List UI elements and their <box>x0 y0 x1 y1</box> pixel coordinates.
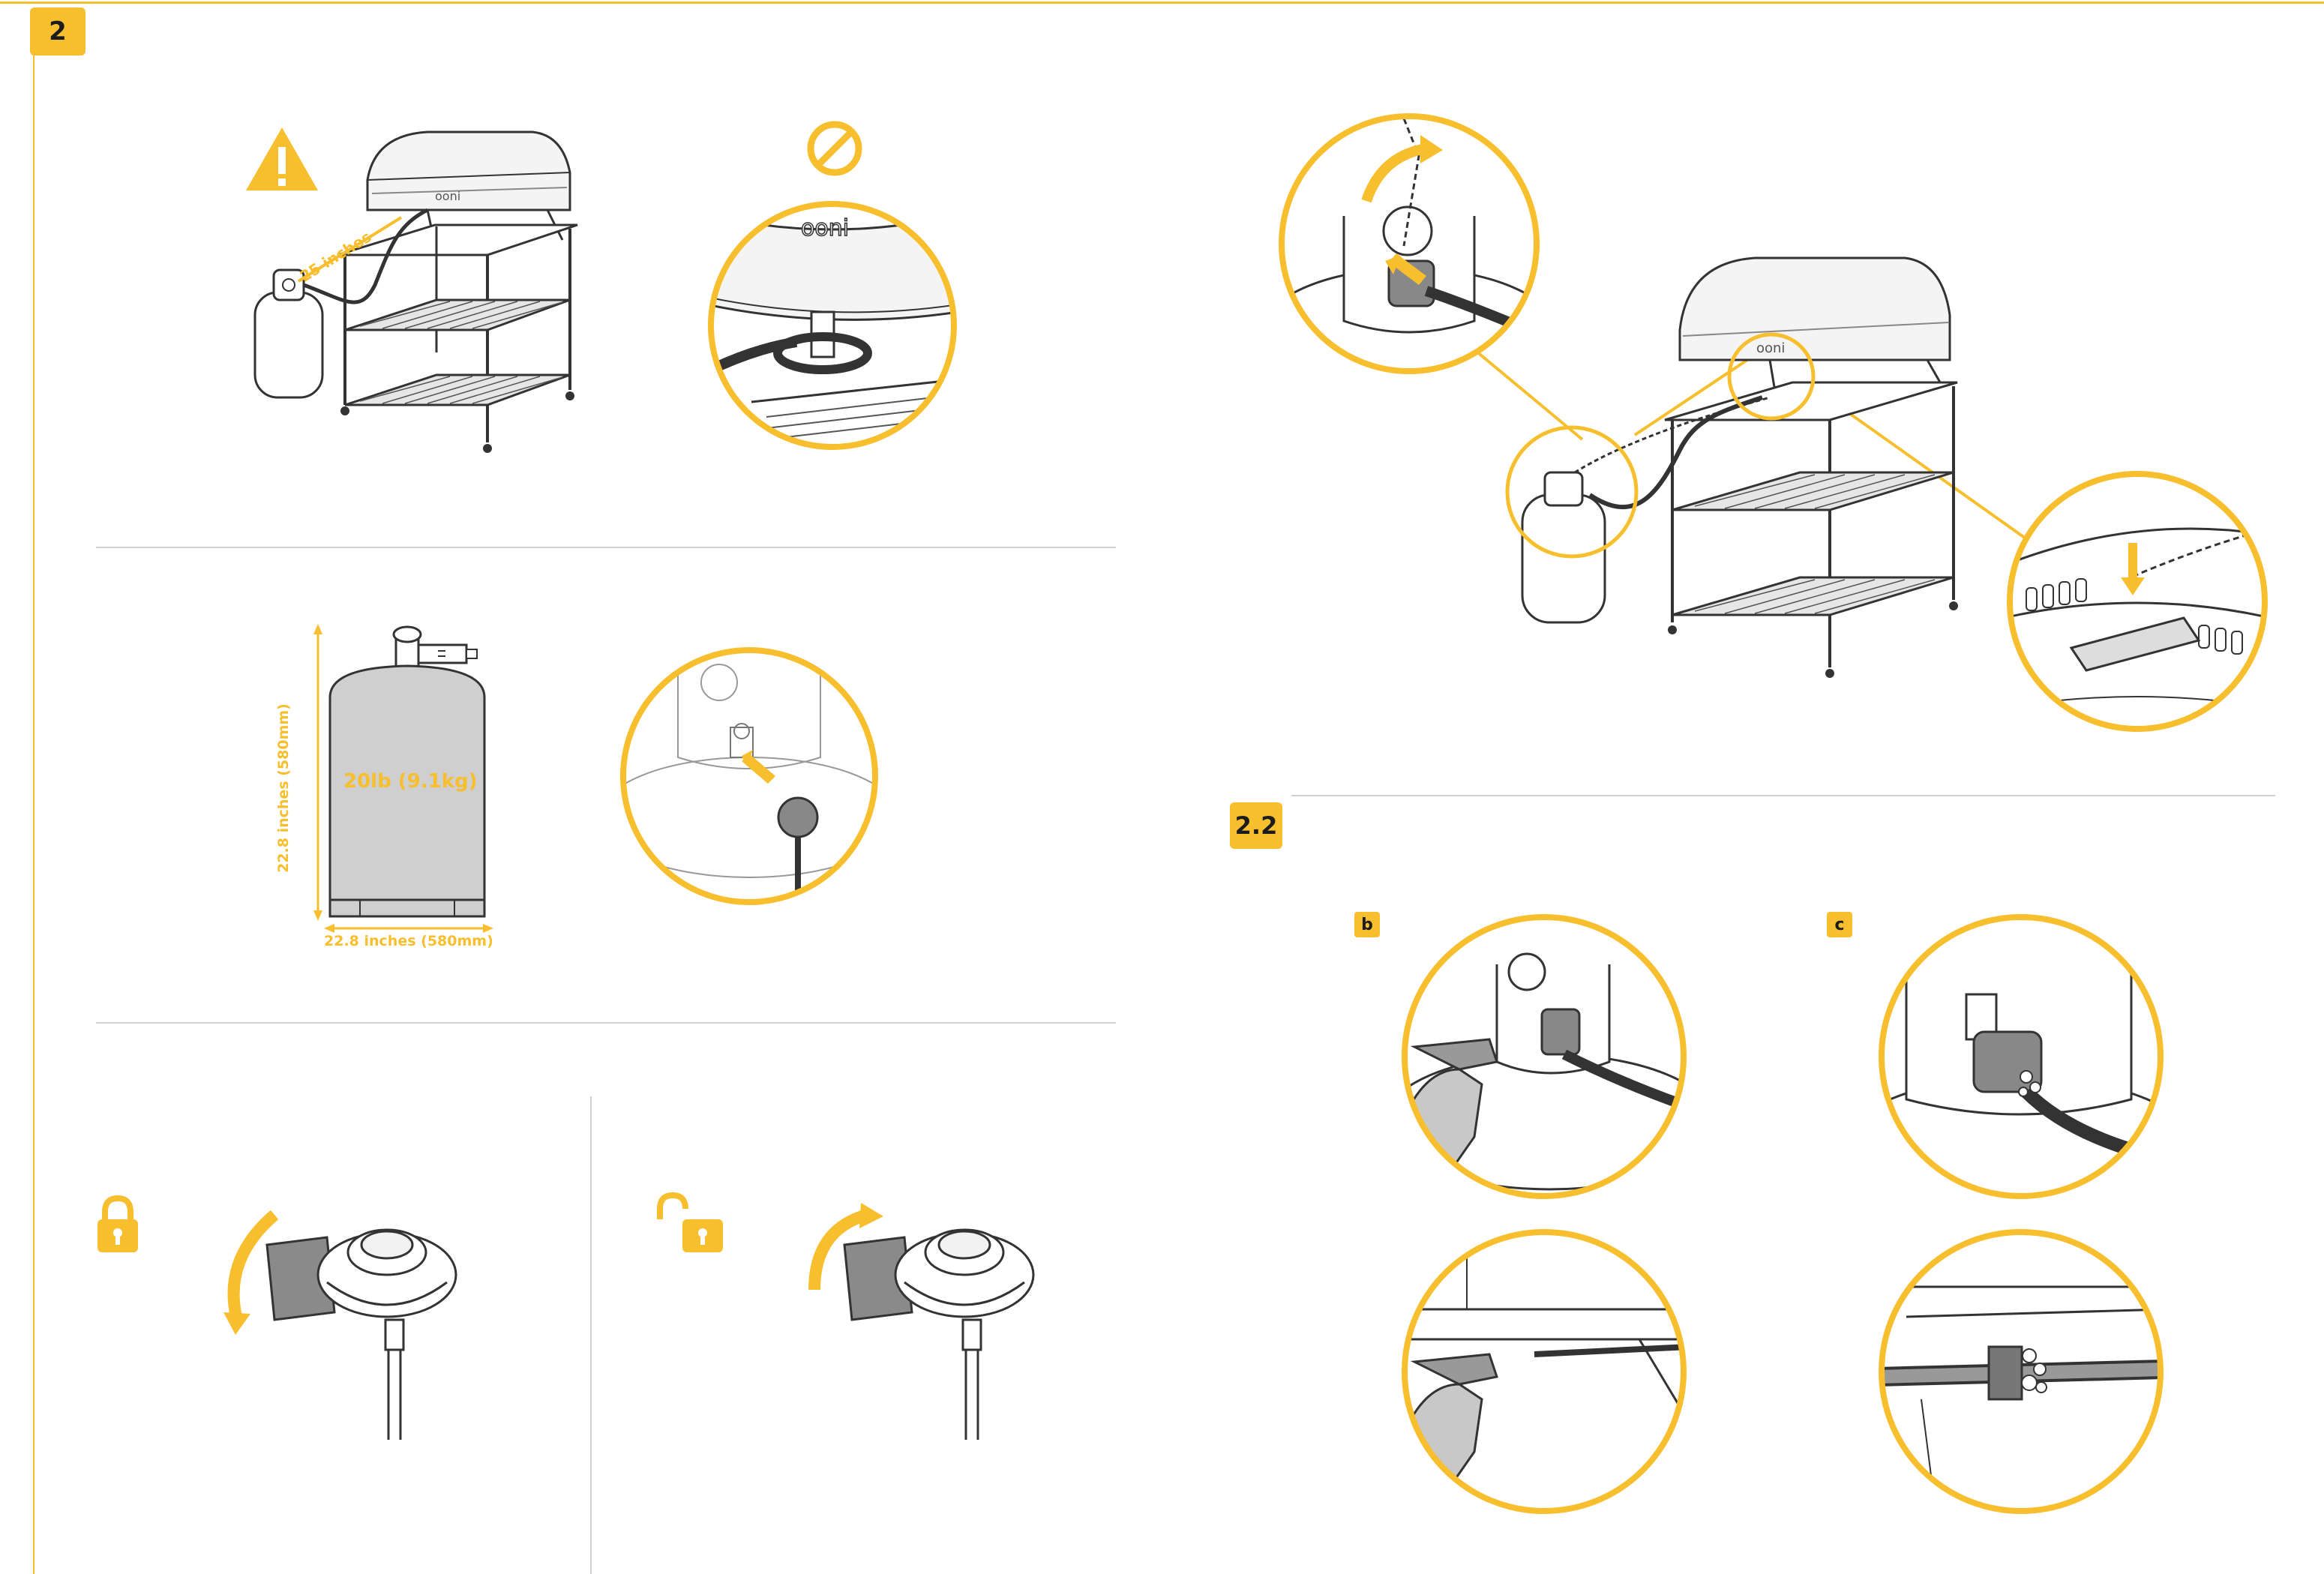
leak-check-c-bottom-circle <box>1876 1227 2166 1516</box>
oven-bracket-detail-circle <box>1726 331 1816 421</box>
leak-check-c-top-circle <box>1876 912 2166 1201</box>
chain-anchor-detail-circle <box>2004 468 2271 735</box>
chain-tank-detail-circle <box>1276 111 1542 376</box>
tank-small-detail-circle <box>1504 424 1639 559</box>
leak-check-b-bottom-circle <box>1399 1227 1689 1516</box>
leak-check-b-top-circle <box>1399 912 1689 1201</box>
